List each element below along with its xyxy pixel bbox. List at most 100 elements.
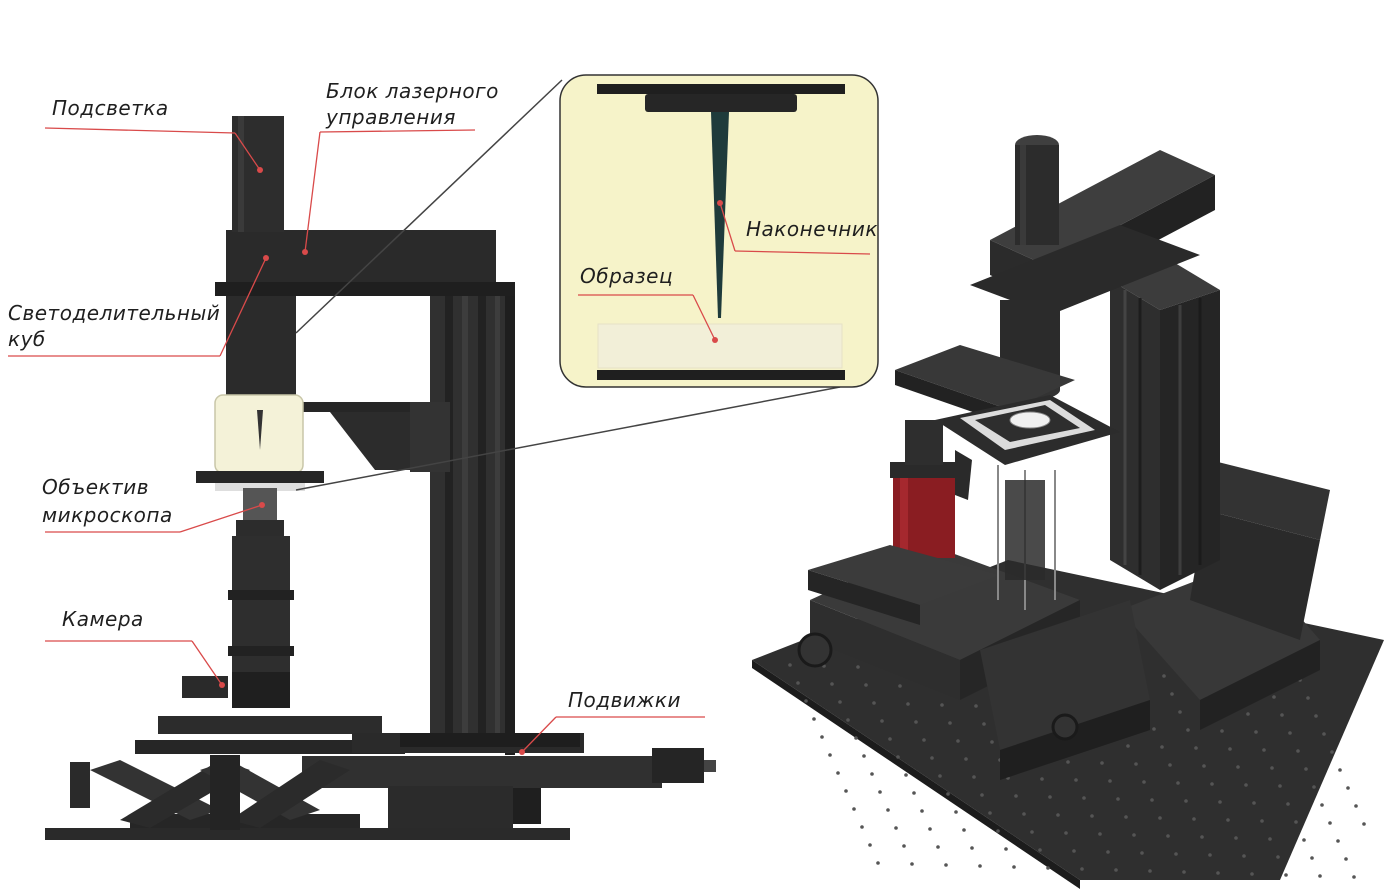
breadboard-hole [862, 754, 866, 758]
breadboard-hole [1100, 761, 1104, 765]
breadboard-hole [1158, 816, 1162, 820]
svg-text:Камера: Камера [62, 607, 144, 631]
breadboard-hole [844, 789, 848, 793]
breadboard-hole [1286, 802, 1290, 806]
breadboard-hole [962, 828, 966, 832]
breadboard-hole [1056, 813, 1060, 817]
breadboard-hole [1344, 857, 1348, 861]
breadboard-hole [1186, 728, 1190, 732]
breadboard-hole [1294, 820, 1298, 824]
breadboard-hole [1346, 786, 1350, 790]
breadboard-hole [1352, 875, 1356, 879]
breadboard-hole [1012, 865, 1016, 869]
breadboard-hole [1236, 765, 1240, 769]
breadboard-hole [936, 845, 940, 849]
breadboard-hole [982, 722, 986, 726]
breadboard-hole [990, 740, 994, 744]
svg-text:Образец: Образец [580, 264, 673, 288]
breadboard-hole [910, 862, 914, 866]
breadboard-hole [1046, 866, 1050, 870]
breadboard-hole [854, 736, 858, 740]
breadboard-hole [1338, 768, 1342, 772]
breadboard-hole [1152, 727, 1156, 731]
breadboard-hole [1200, 835, 1204, 839]
breadboard-hole [1228, 747, 1232, 751]
breadboard-hole [898, 684, 902, 688]
breadboard-hole [1082, 796, 1086, 800]
breadboard-hole [1268, 837, 1272, 841]
clamp-arm [296, 402, 450, 472]
breadboard-hole [1302, 838, 1306, 842]
breadboard-hole [964, 757, 968, 761]
scissor-jack [70, 755, 360, 830]
inset-zoom-view: Наконечник Образец [559, 74, 879, 388]
breadboard-hole [828, 753, 832, 757]
breadboard-hole [1124, 815, 1128, 819]
svg-text:микроскопа: микроскопа [42, 503, 173, 527]
breadboard-hole [996, 829, 1000, 833]
breadboard-hole [1150, 798, 1154, 802]
breadboard-hole [880, 719, 884, 723]
breadboard-hole [914, 720, 918, 724]
breadboard-hole [1220, 729, 1224, 733]
breadboard-hole [972, 775, 976, 779]
laser-control-block [226, 230, 496, 282]
breadboard-hole [804, 699, 808, 703]
breadboard-hole [988, 811, 992, 815]
breadboard-hole [930, 756, 934, 760]
breadboard-hole [1040, 777, 1044, 781]
breadboard-hole [1140, 851, 1144, 855]
breadboard-hole [864, 683, 868, 687]
breadboard-hole [868, 843, 872, 847]
breadboard-hole [1168, 763, 1172, 767]
breadboard-hole [1108, 779, 1112, 783]
breadboard-hole [1252, 801, 1256, 805]
breadboard-hole [1022, 812, 1026, 816]
breadboard-hole [1314, 714, 1318, 718]
sample-cell [214, 394, 304, 474]
label-laser-block: Блок лазерного управления [302, 79, 499, 255]
breadboard-hole [946, 792, 950, 796]
breadboard-hole [1148, 869, 1152, 873]
breadboard-hole [1250, 872, 1254, 876]
breadboard-hole [980, 793, 984, 797]
breadboard-hole [830, 682, 834, 686]
breadboard-hole [838, 700, 842, 704]
base-plate [45, 828, 570, 840]
breadboard-hole [1272, 695, 1276, 699]
breadboard-hole [904, 773, 908, 777]
breadboard-hole [1210, 782, 1214, 786]
breadboard-hole [1072, 849, 1076, 853]
breadboard-hole [876, 861, 880, 865]
breadboard-hole [1226, 818, 1230, 822]
breadboard-hole [1014, 794, 1018, 798]
sample-plate [196, 471, 324, 483]
breadboard-hole [836, 771, 840, 775]
breadboard-hole [1260, 819, 1264, 823]
breadboard-hole [1254, 730, 1258, 734]
svg-text:Блок лазерного: Блок лазерного [326, 79, 499, 103]
breadboard-hole [1004, 847, 1008, 851]
breadboard-hole [896, 755, 900, 759]
breadboard-hole [1310, 856, 1314, 860]
breadboard-hole [940, 703, 944, 707]
breadboard-hole [796, 681, 800, 685]
breadboard-hole [944, 863, 948, 867]
breadboard-hole [1244, 783, 1248, 787]
breadboard-hole [1048, 795, 1052, 799]
breadboard-hole [956, 739, 960, 743]
breadboard-hole [1134, 762, 1138, 766]
breadboard-hole [1306, 696, 1310, 700]
breadboard-hole [1064, 831, 1068, 835]
breadboard-hole [888, 737, 892, 741]
breadboard-hole [1192, 817, 1196, 821]
breadboard-hole [928, 827, 932, 831]
breadboard-hole [974, 704, 978, 708]
breadboard-hole [1174, 852, 1178, 856]
breadboard-hole [1354, 804, 1358, 808]
breadboard-hole [1166, 834, 1170, 838]
breadboard-hole [1284, 873, 1288, 877]
breadboard-hole [1234, 836, 1238, 840]
breadboard-hole [1330, 750, 1334, 754]
